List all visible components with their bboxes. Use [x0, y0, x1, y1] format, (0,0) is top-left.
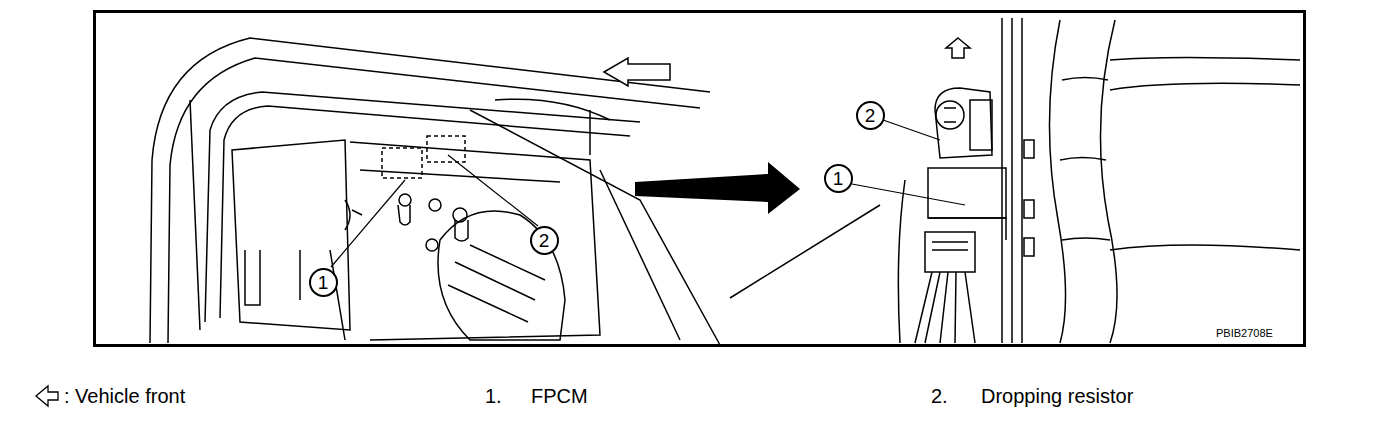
part-name: FPCM [531, 386, 588, 406]
callout-circle: 2 [530, 226, 559, 255]
callout-number: 2 [539, 231, 550, 250]
callout-number: 2 [865, 106, 876, 125]
key-number: 1. [485, 386, 502, 406]
frame [95, 12, 1305, 346]
trunk-illustration [150, 38, 720, 345]
zoom-arrow [635, 162, 800, 214]
component-illustration [898, 18, 1300, 343]
callout-number: 1 [318, 273, 329, 292]
callout-circle: 1 [824, 164, 853, 193]
zoom-line [730, 205, 880, 298]
callout-number: 1 [833, 169, 844, 188]
leader-lines [331, 120, 965, 267]
drawing-code: PBIB2708E [1216, 328, 1273, 339]
key-number: 2. [931, 386, 948, 406]
front-arrow [946, 38, 970, 58]
legend-text: : Vehicle front [64, 386, 185, 406]
front-arrow [604, 58, 670, 86]
legend-arrow [36, 386, 58, 406]
part-name: Dropping resistor [981, 386, 1133, 406]
callout-circle: 2 [856, 101, 885, 130]
callout-circle: 1 [309, 268, 338, 297]
